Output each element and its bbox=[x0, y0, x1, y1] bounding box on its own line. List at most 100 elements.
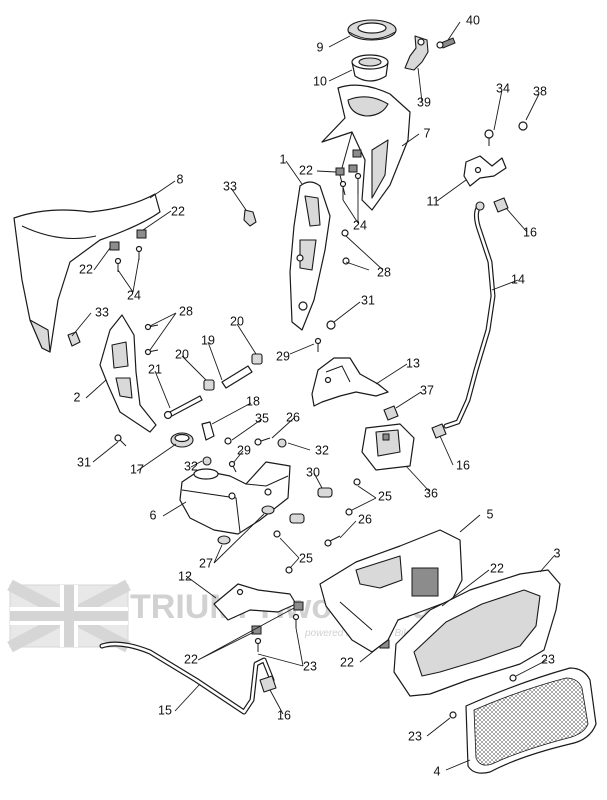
part-38-screw bbox=[518, 121, 528, 131]
callout-23-bottom: 23 bbox=[303, 659, 317, 673]
part-5-lower-cover bbox=[319, 529, 463, 653]
callout-22-left: 22 bbox=[79, 262, 93, 276]
callout-26-lower: 26 bbox=[358, 512, 372, 526]
callout-22-right: 22 bbox=[490, 561, 504, 575]
callout-19: 19 bbox=[201, 333, 215, 347]
callout-4: 4 bbox=[434, 764, 441, 778]
part-33-fastener-left bbox=[67, 331, 81, 347]
part-1-side-bracket bbox=[289, 181, 331, 331]
callout-33-top: 33 bbox=[223, 179, 237, 193]
part-16-hose-clip-lower bbox=[259, 675, 277, 693]
callout-22-left-top: 22 bbox=[171, 204, 185, 218]
callout-16-middle: 16 bbox=[456, 458, 470, 472]
callout-3: 3 bbox=[554, 546, 561, 560]
part-27-grommets bbox=[217, 505, 275, 545]
part-17-cap bbox=[170, 432, 194, 448]
part-20-bushings bbox=[203, 353, 263, 391]
part-23-screws-cover bbox=[449, 674, 517, 719]
callout-25-lower: 25 bbox=[299, 551, 313, 565]
callout-36: 36 bbox=[424, 486, 438, 500]
part-22-clip-nuts-left bbox=[109, 229, 147, 251]
callout-22-bottom: 22 bbox=[184, 652, 198, 666]
part-37-grommet bbox=[383, 405, 399, 421]
part-26-screw-upper bbox=[254, 437, 271, 446]
callout-13: 13 bbox=[406, 356, 420, 370]
callout-24-top: 24 bbox=[353, 218, 367, 232]
callout-32-left: 32 bbox=[184, 459, 198, 473]
part-32-grommets bbox=[202, 438, 287, 466]
callout-34: 34 bbox=[496, 81, 510, 95]
part-28-screws-left bbox=[144, 323, 159, 356]
callout-16-upper: 16 bbox=[523, 225, 537, 239]
callout-28-right: 28 bbox=[377, 265, 391, 279]
callout-14: 14 bbox=[511, 272, 525, 286]
callout-28-left: 28 bbox=[179, 304, 193, 318]
callout-11: 11 bbox=[427, 194, 440, 208]
part-29-screw-lower bbox=[228, 460, 237, 473]
leader-lines bbox=[71, 21, 555, 771]
callout-40: 40 bbox=[466, 13, 480, 27]
part-13-mounting-bracket bbox=[311, 357, 389, 407]
callout-38: 38 bbox=[533, 84, 547, 98]
callout-37: 37 bbox=[420, 383, 434, 397]
callout-8: 8 bbox=[177, 172, 184, 186]
callout-29-lower: 29 bbox=[237, 443, 251, 457]
callout-12: 12 bbox=[178, 569, 192, 583]
callout-9: 9 bbox=[317, 40, 324, 54]
callout-29-upper: 29 bbox=[276, 349, 290, 363]
part-31-screw-left bbox=[114, 434, 127, 447]
callout-25-upper: 25 bbox=[378, 489, 392, 503]
callout-7: 7 bbox=[424, 126, 431, 140]
part-39-clip bbox=[404, 35, 429, 71]
part-29-screw-upper bbox=[314, 337, 322, 352]
callout-labels: 9 10 40 39 7 1 22 24 28 8 33 22 22 24 28… bbox=[74, 13, 561, 778]
part-3-side-cover bbox=[393, 569, 561, 697]
part-18-breather bbox=[201, 421, 215, 441]
callout-23-cover: 23 bbox=[408, 729, 422, 743]
callout-24-left: 24 bbox=[127, 288, 141, 302]
callout-26-upper: 26 bbox=[286, 410, 300, 424]
callout-18: 18 bbox=[246, 394, 260, 408]
callout-21: 21 bbox=[148, 362, 162, 376]
part-23-screws-lower bbox=[254, 613, 300, 652]
part-34-screw bbox=[484, 129, 494, 146]
callout-5: 5 bbox=[487, 507, 494, 521]
callout-35: 35 bbox=[255, 411, 269, 425]
part-21-bolt bbox=[163, 395, 203, 420]
part-36-ecu-tray bbox=[361, 423, 415, 471]
part-8-left-fairing bbox=[13, 193, 161, 353]
callout-16-lower: 16 bbox=[277, 708, 291, 722]
part-22-clip-nuts-top bbox=[335, 164, 358, 176]
callout-32-right: 32 bbox=[315, 443, 329, 457]
part-40-screw bbox=[436, 37, 456, 49]
part-35-screw bbox=[224, 437, 232, 445]
callout-15: 15 bbox=[158, 703, 172, 717]
part-11-bracket bbox=[463, 155, 507, 187]
part-4-grille-mesh bbox=[465, 667, 597, 774]
callout-33-left: 33 bbox=[95, 305, 109, 319]
callout-1: 1 bbox=[280, 152, 287, 166]
part-19-spacer-tube bbox=[221, 365, 253, 389]
callout-31-right: 31 bbox=[361, 293, 375, 307]
callout-22-lower-right: 22 bbox=[340, 655, 354, 669]
part-33-fastener-top bbox=[243, 209, 257, 227]
part-15-lower-hose bbox=[99, 641, 275, 715]
part-9-grommet bbox=[347, 19, 397, 41]
union-flag-logo bbox=[7, 579, 131, 653]
callout-31-left: 31 bbox=[77, 455, 91, 469]
part-25-o-rings bbox=[273, 478, 361, 574]
callout-6: 6 bbox=[150, 508, 157, 522]
callout-22-top: 22 bbox=[299, 163, 313, 177]
part-31-screw-right bbox=[326, 320, 336, 330]
callout-10: 10 bbox=[313, 74, 327, 88]
part-10-collar bbox=[351, 54, 389, 82]
callout-17: 17 bbox=[130, 462, 144, 476]
callout-20-lower: 20 bbox=[175, 347, 189, 361]
part-16-hose-clips bbox=[431, 197, 509, 439]
part-7-upper-panel bbox=[321, 84, 411, 211]
callout-2: 2 bbox=[74, 390, 81, 404]
part-26-screw-lower bbox=[324, 535, 341, 547]
callout-30: 30 bbox=[306, 465, 320, 479]
callout-20-upper: 20 bbox=[230, 314, 244, 328]
